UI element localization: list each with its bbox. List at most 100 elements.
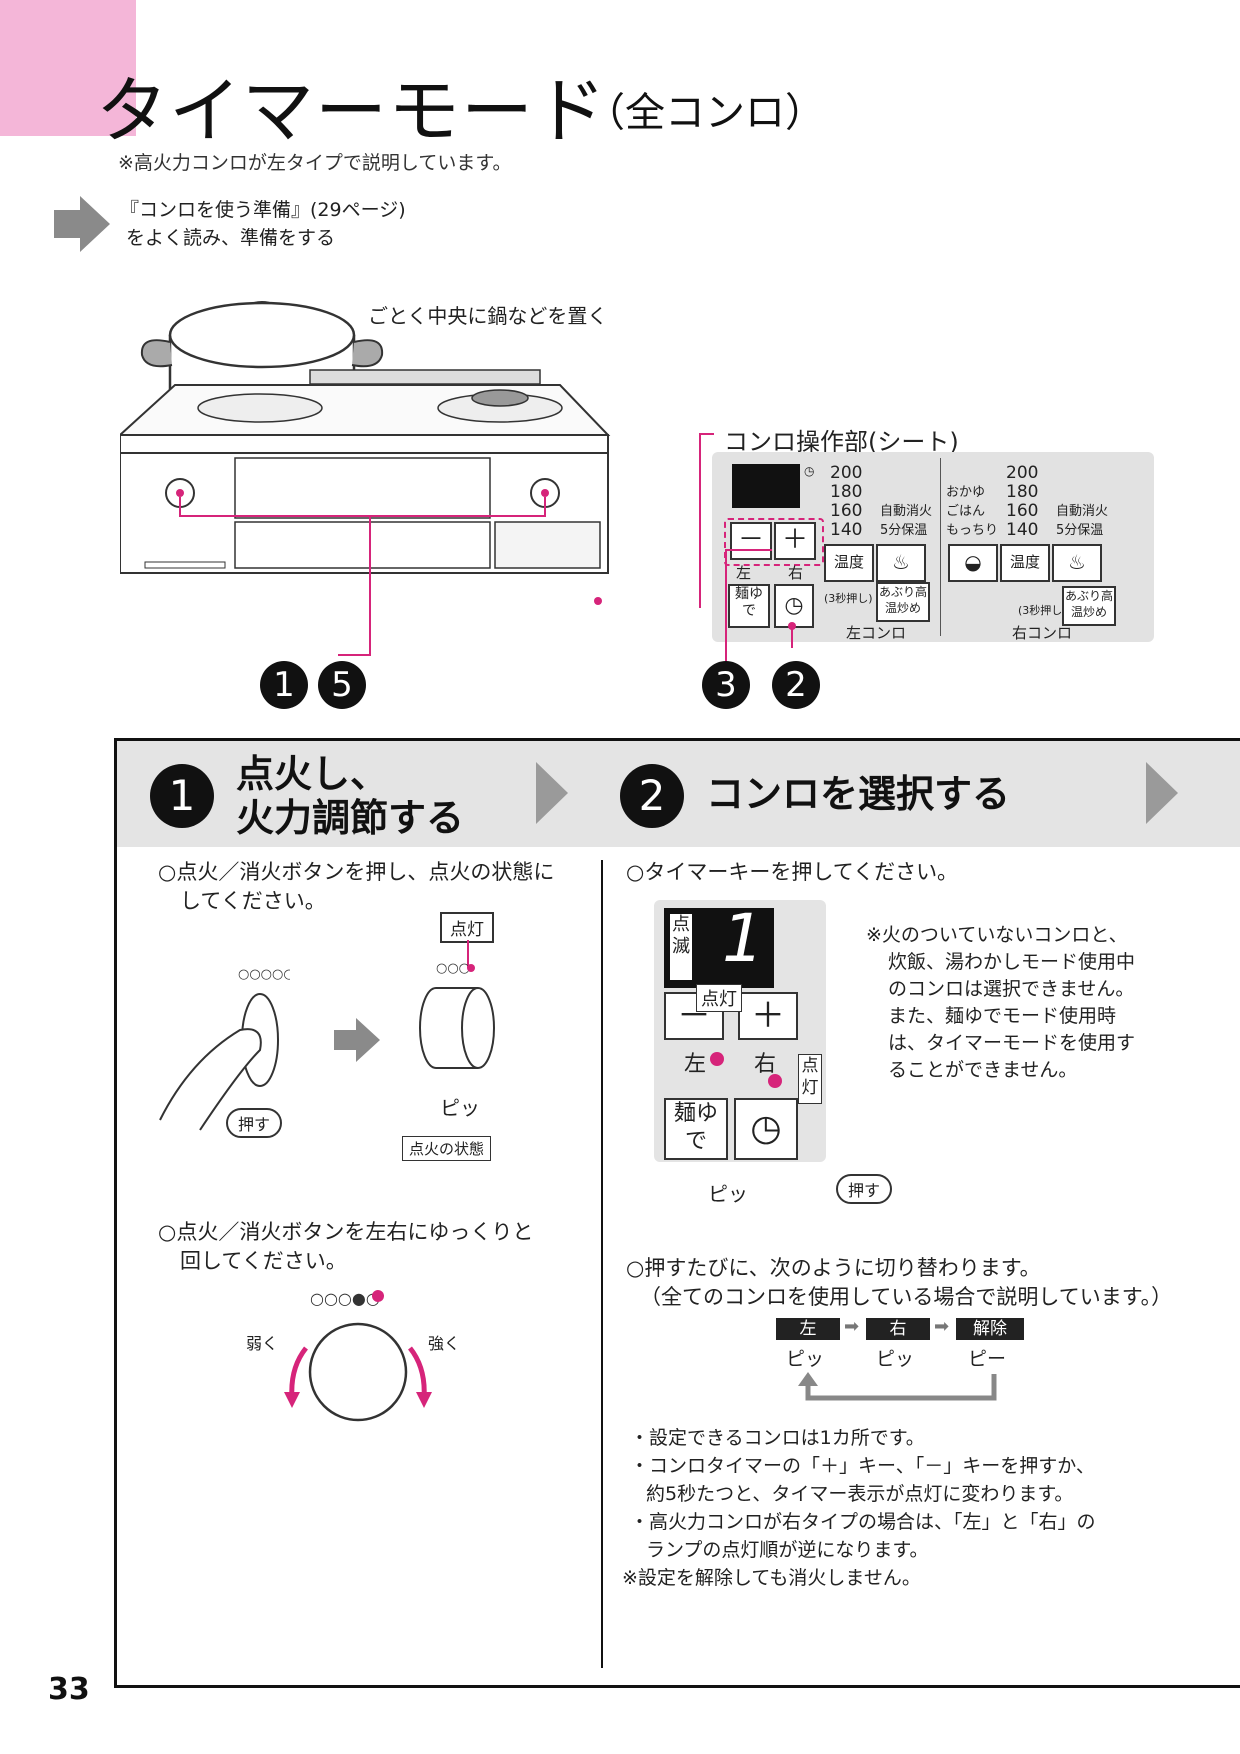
note-line-4: また、麺ゆでモード使用時: [888, 1005, 1117, 1027]
blink-label: 点滅: [670, 914, 692, 980]
left-temp-180: 180: [830, 482, 863, 502]
bullet-3-cont: ランプの点灯順が逆になります。: [646, 1539, 929, 1561]
sequence-cancel: 解除: [956, 1318, 1024, 1340]
prep-line-1: 『コンロを使う準備』(29ページ): [120, 199, 406, 221]
left-keep-warm: 5分保温: [880, 523, 928, 538]
beep-label-1: ピッ: [440, 1096, 480, 1120]
step-1-text-1-line-2: してください。: [180, 889, 326, 913]
mode-mocchiri: もっちり: [946, 523, 999, 538]
right-lamp: [768, 1074, 782, 1088]
note-line-5: は、タイマーモードを使用す: [888, 1032, 1136, 1054]
note-line-2: 炊飯、湯わかしモード使用中: [888, 951, 1136, 973]
step-arrow-icon: [536, 762, 568, 824]
right-keep-warm: 5分保温: [1056, 523, 1104, 538]
left-lamp: [710, 1052, 724, 1066]
header-note: ※高火力コンロが左タイプで説明しています。: [118, 152, 512, 174]
sequence-left: 左: [776, 1318, 840, 1340]
callout-1: 1: [260, 661, 308, 709]
right-temp-button[interactable]: 温度: [1000, 544, 1050, 582]
step-2-text-2-line-1: ○押すたびに、次のように切り替わります。: [626, 1256, 1041, 1280]
left-burner-label: 左コンロ: [846, 624, 907, 642]
step-1-text-1-line-1: ○点火／消火ボタンを押し、点火の状態に: [158, 860, 555, 884]
right-aburi-button[interactable]: あぶり高温炒め: [1062, 586, 1116, 626]
step-2-title: コンロを選択する: [706, 772, 1011, 816]
note-line-1: ※火のついていないコンロと、: [866, 924, 1128, 946]
left-hold-3sec: (3秒押し): [824, 592, 873, 605]
step-2-bullets: ・設定できるコンロは1カ所です。 ・コンロタイマーの「＋」キー、「－」キーを押す…: [622, 1424, 1096, 1592]
panel-plus-button[interactable]: ＋: [774, 522, 816, 560]
sequence-arrow-icon: ➡: [844, 1316, 860, 1337]
left-temp-140: 140: [830, 520, 863, 540]
mode-gohan: ごはん: [946, 504, 986, 519]
step-2-number: 2: [620, 764, 684, 828]
step-1-number: 1: [150, 764, 214, 828]
arrow-right-icon: [54, 196, 110, 252]
closeup-left-mark: 左: [684, 1052, 707, 1077]
step-1-instruction-2: ○点火／消火ボタンを左右にゆっくりと 回してください。: [158, 1218, 533, 1276]
svg-text:○○○○○: ○○○○○: [238, 967, 290, 982]
right-temp-200: 200: [1006, 463, 1039, 483]
sequence-arrow-icon-2: ➡: [934, 1316, 950, 1337]
page-number: 33: [48, 1672, 90, 1707]
step-1-text-2-line-2: 回してください。: [180, 1249, 347, 1273]
plus-minus-highlight: [724, 518, 824, 566]
closeup-right-mark: 右: [754, 1052, 777, 1077]
closeup-timer-button[interactable]: ◷: [734, 1098, 798, 1160]
bullet-3: ・高火力コンロが右タイプの場合は、「左」と「右」の: [630, 1511, 1096, 1533]
knob-rotation-illustration: ○○○●○: [284, 1289, 432, 1422]
svg-text:○○○●○: ○○○●○: [310, 1289, 380, 1308]
panel-minus-button[interactable]: －: [730, 522, 772, 560]
mode-okayu: おかゆ: [946, 485, 986, 500]
weak-label: 弱く: [246, 1334, 279, 1353]
sequence-right: 右: [866, 1318, 930, 1340]
prep-instruction: 『コンロを使う準備』(29ページ) をよく読み、準備をする: [120, 196, 406, 252]
bullet-2: ・コンロタイマーの「＋」キー、「－」キーを押すか、: [630, 1455, 1095, 1477]
closeup-plus-button[interactable]: ＋: [738, 992, 798, 1040]
push-label-2: 押す: [836, 1174, 893, 1204]
step-arrow-icon-2: [1146, 762, 1178, 824]
step-1-title-line-2: 火力調節する: [236, 796, 465, 840]
rice-bowl-icon[interactable]: ◒: [948, 544, 998, 582]
callout-3-leader: [725, 549, 772, 664]
sequence-sound-3: ピー: [968, 1348, 1007, 1370]
step-2-instruction-2: ○押すたびに、次のように切り替わります。 （全てのコンロを使用している場合で説明…: [626, 1254, 1172, 1312]
right-hold-3sec: (3秒押し): [1018, 604, 1067, 617]
sequence-loop-arrow: [798, 1372, 997, 1401]
right-temp-140: 140: [1006, 520, 1039, 540]
timer-digit: 1: [722, 900, 764, 977]
left-temp-button[interactable]: 温度: [824, 544, 874, 582]
bullet-2-cont: 約5秒たつと、タイマー表示が点灯に変わります。: [646, 1483, 1074, 1505]
finger-press-illustration: ○○○○○: [159, 967, 290, 1131]
push-label-1: 押す: [226, 1108, 283, 1138]
panel-men-button[interactable]: 麺ゆで: [728, 584, 770, 628]
note-line-3: のコンロは選択できません。: [888, 978, 1135, 1000]
ignition-state-label: 点火の状態: [402, 1136, 492, 1161]
kettle-icon[interactable]: ♨: [876, 544, 926, 582]
closeup-men-button[interactable]: 麺ゆで: [664, 1098, 728, 1160]
pot-placement-label: ごとく中央に鍋などを置く: [368, 304, 608, 328]
corner-accent: [0, 0, 136, 136]
bullet-note: ※設定を解除しても消火しません。: [622, 1567, 921, 1589]
left-auto-off: 自動消火: [880, 504, 933, 519]
step-1-title: 点火し、 火力調節する: [236, 752, 464, 840]
column-divider: [601, 860, 603, 1668]
panel-divider: [940, 458, 941, 636]
step-1-title-line-1: 点火し、: [236, 752, 389, 796]
beep-label-2: ピッ: [708, 1182, 748, 1206]
right-auto-off: 自動消火: [1056, 504, 1109, 519]
prep-line-2: をよく読み、準備をする: [126, 227, 336, 249]
ignition-button-illustration: ○○○: [419, 940, 495, 1069]
right-kettle-icon[interactable]: ♨: [1052, 544, 1102, 582]
callout-2-leader: [788, 622, 796, 648]
panel-right-mark: 右: [788, 564, 804, 582]
panel-leader-line: [699, 433, 714, 608]
right-burner-label: 右コンロ: [1012, 624, 1073, 642]
page-title: タイマーモード: [96, 69, 608, 153]
lit-label-1: 点灯: [440, 912, 494, 943]
callout-2: 2: [772, 661, 820, 709]
lit-label-2: 点灯: [696, 984, 742, 1012]
arrow-right-icon: [334, 1018, 380, 1062]
left-aburi-button[interactable]: あぶり高温炒め: [876, 582, 930, 622]
sequence-sound-2: ピッ: [876, 1348, 915, 1370]
lit-label-vertical: 点灯: [798, 1054, 822, 1104]
